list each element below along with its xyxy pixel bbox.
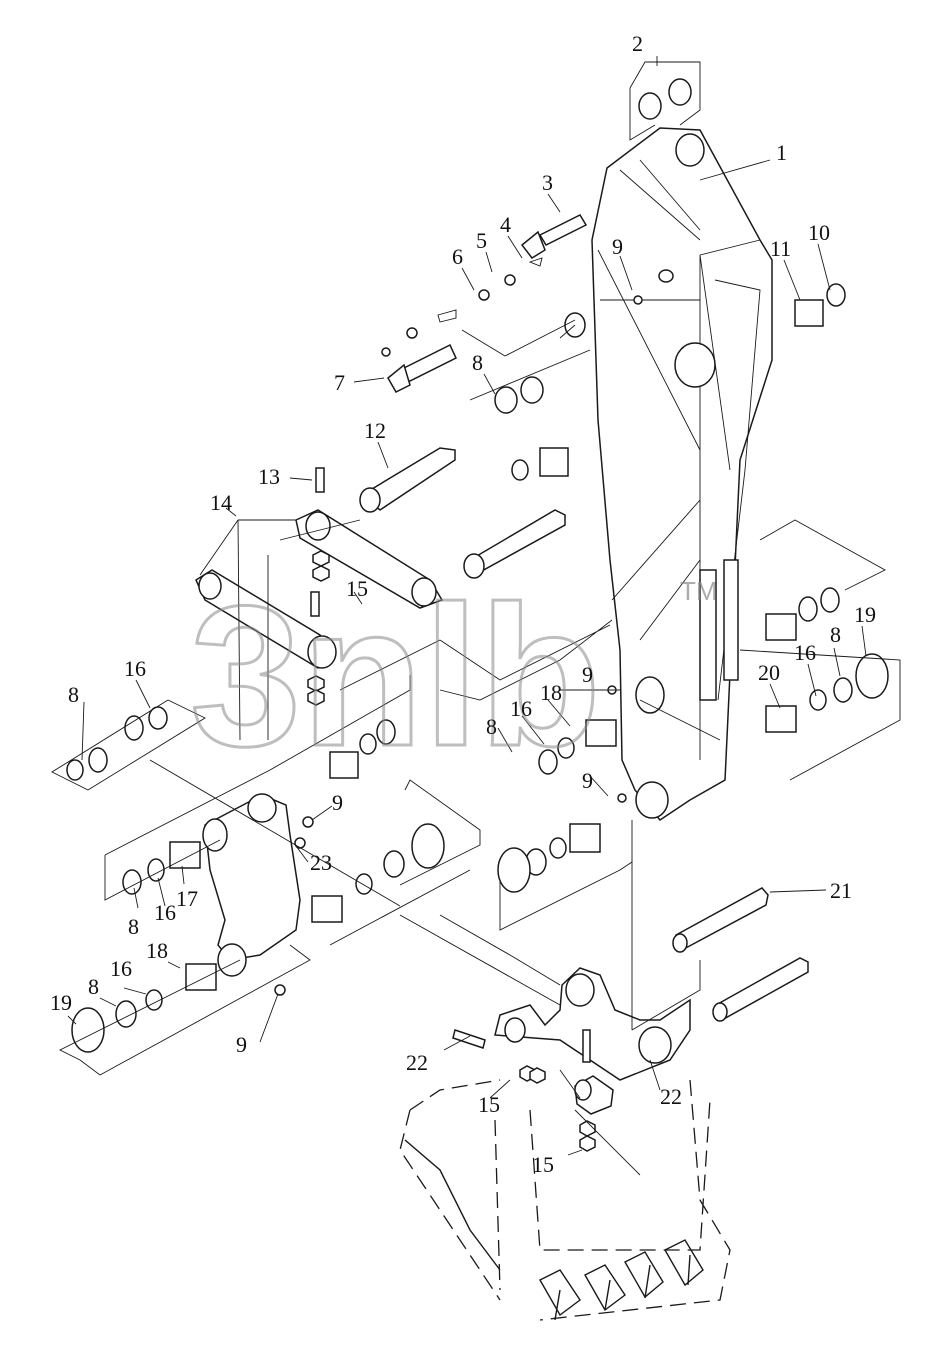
watermark-trademark: TM xyxy=(680,576,718,606)
callout-21: 21 xyxy=(830,878,852,903)
callout-8-mid: 8 xyxy=(486,714,497,739)
callout-9-low: 9 xyxy=(582,768,593,793)
callout-18-left: 18 xyxy=(146,938,168,963)
group-brackets xyxy=(51,61,901,1176)
link-assembly xyxy=(195,447,566,706)
bucket-pins xyxy=(672,887,809,1022)
callout-22-left: 22 xyxy=(406,1050,428,1075)
callout-13: 13 xyxy=(258,464,280,489)
callout-16-left: 16 xyxy=(124,656,146,681)
watermark: 3nlb TM xyxy=(189,564,718,790)
callout-15-bucket: 15 xyxy=(478,1092,500,1117)
bucket xyxy=(399,967,731,1321)
callout-labels: 2 1 3 4 5 6 9 11 10 7 8 12 13 14 15 16 8… xyxy=(50,31,876,1177)
callout-11: 11 xyxy=(770,236,791,261)
callout-9-mid: 9 xyxy=(582,662,593,687)
callout-16-bottom: 16 xyxy=(110,956,132,981)
callout-18-mid: 18 xyxy=(540,680,562,705)
callout-1: 1 xyxy=(776,140,787,165)
callout-8-link: 8 xyxy=(128,914,139,939)
callout-12: 12 xyxy=(364,418,386,443)
callout-16-right: 16 xyxy=(794,640,816,665)
arm-assembly xyxy=(591,127,773,821)
callout-16-link: 16 xyxy=(154,900,176,925)
callout-15-bottom: 15 xyxy=(532,1152,554,1177)
callout-9-top: 9 xyxy=(612,234,623,259)
callout-7: 7 xyxy=(334,370,345,395)
callout-9-link: 9 xyxy=(332,790,343,815)
callout-14: 14 xyxy=(210,490,232,515)
leader-lines xyxy=(67,56,867,1156)
callout-22-right: 22 xyxy=(660,1084,682,1109)
callout-8-left: 8 xyxy=(68,682,79,707)
watermark-text: 3nlb xyxy=(190,565,601,788)
callout-10: 10 xyxy=(808,220,830,245)
boom-pins xyxy=(381,214,643,803)
callout-16-mid: 16 xyxy=(510,696,532,721)
callout-6: 6 xyxy=(452,244,463,269)
callout-15-link: 15 xyxy=(346,576,368,601)
callout-4: 4 xyxy=(500,212,511,237)
callout-5: 5 xyxy=(476,228,487,253)
arm-bushings xyxy=(494,78,889,893)
callout-2: 2 xyxy=(632,31,643,56)
callout-19-right: 19 xyxy=(854,602,876,627)
callout-8-top: 8 xyxy=(472,350,483,375)
callout-20: 20 xyxy=(758,660,780,685)
callout-8-bottom: 8 xyxy=(88,974,99,999)
callout-17: 17 xyxy=(176,886,198,911)
callout-23: 23 xyxy=(310,850,332,875)
callout-9-bottom: 9 xyxy=(236,1032,247,1057)
callout-8-right: 8 xyxy=(830,622,841,647)
callout-19-left: 19 xyxy=(50,990,72,1015)
callout-3: 3 xyxy=(542,170,553,195)
